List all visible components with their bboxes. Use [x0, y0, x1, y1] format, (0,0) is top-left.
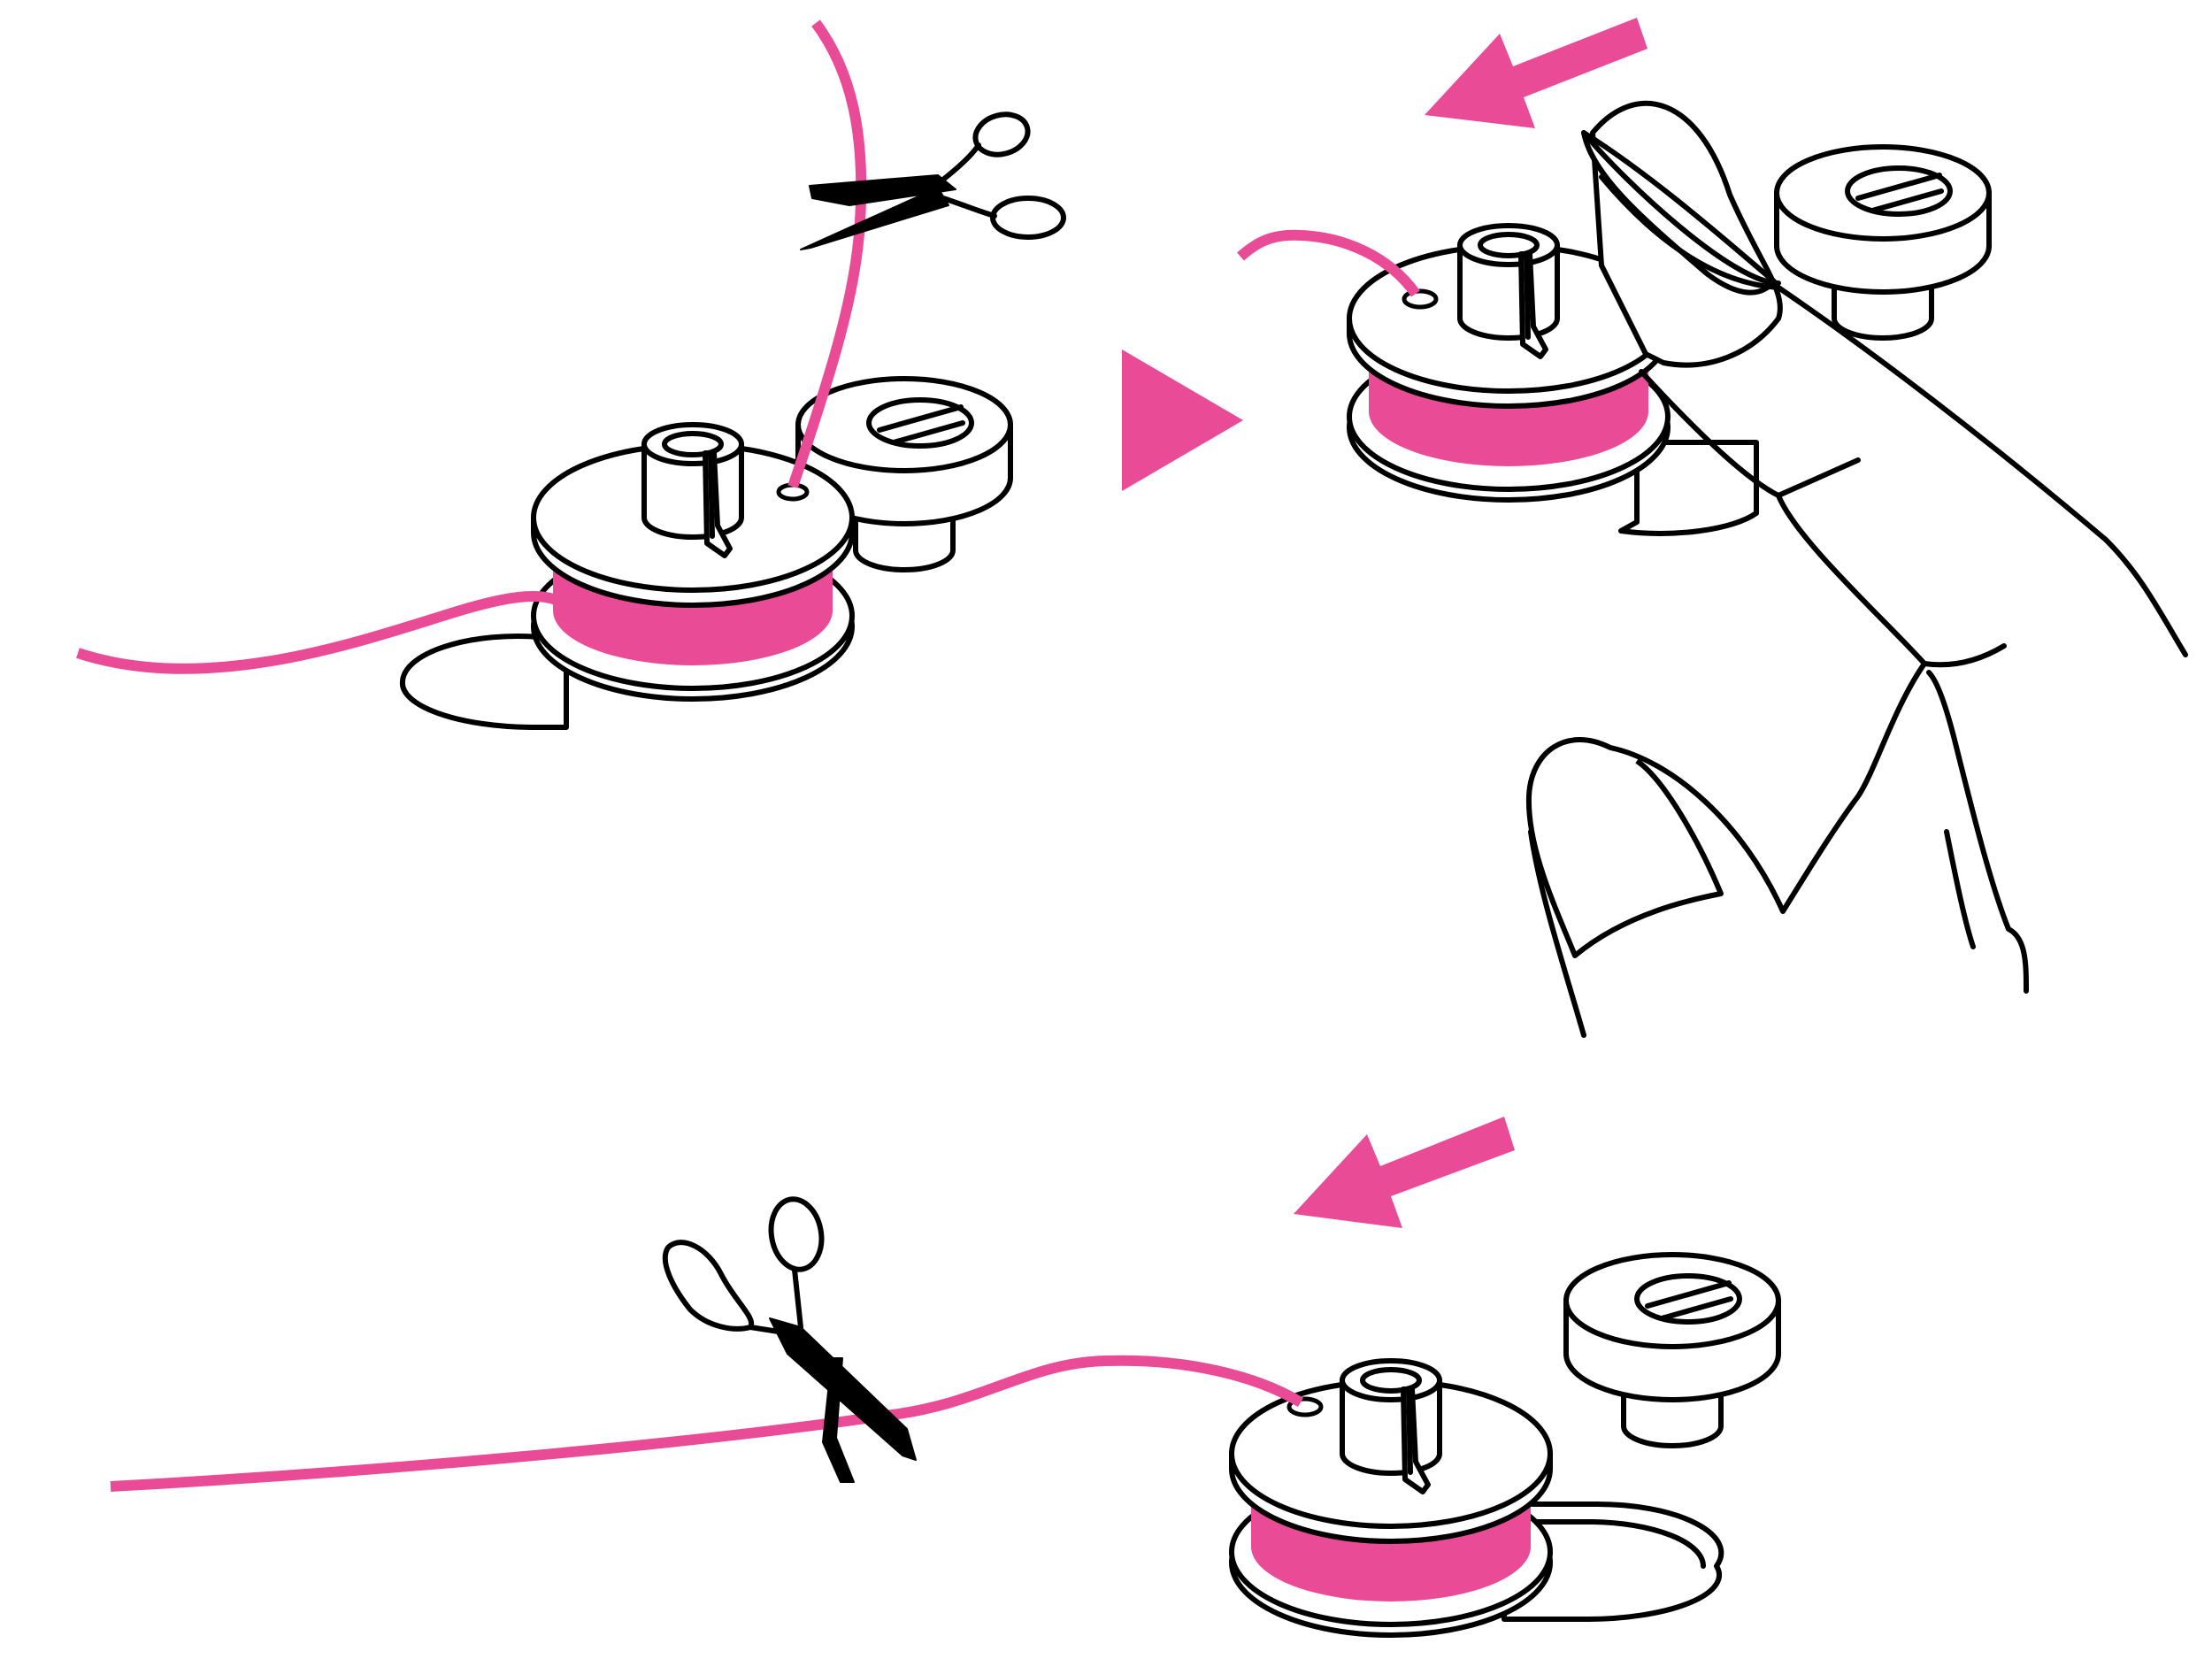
- scissors-icon[interactable]: [662, 1195, 917, 1483]
- bobbin-hole: [776, 482, 810, 502]
- thread-end-held: [1237, 229, 1420, 297]
- winder-base: [399, 634, 569, 730]
- scissors-icon[interactable]: [800, 109, 1066, 250]
- panel-step-1: [76, 19, 1066, 730]
- thread-to-side: [110, 1355, 1304, 1492]
- arrow-icon: [1425, 18, 1647, 128]
- hand-icon: [1525, 100, 2188, 1038]
- panel-step-3: [110, 1117, 1778, 1635]
- bobbin-icon: [1232, 1361, 1550, 1635]
- play-triangle-icon: [1122, 349, 1243, 491]
- winder-base: [1618, 440, 1759, 536]
- thread-up: [787, 19, 867, 488]
- spindle-stopper-icon: [1566, 1255, 1778, 1446]
- thread-tail-left: [76, 590, 570, 674]
- panel-step-2: [1237, 18, 2188, 1038]
- arrow-icon: [1294, 1117, 1515, 1228]
